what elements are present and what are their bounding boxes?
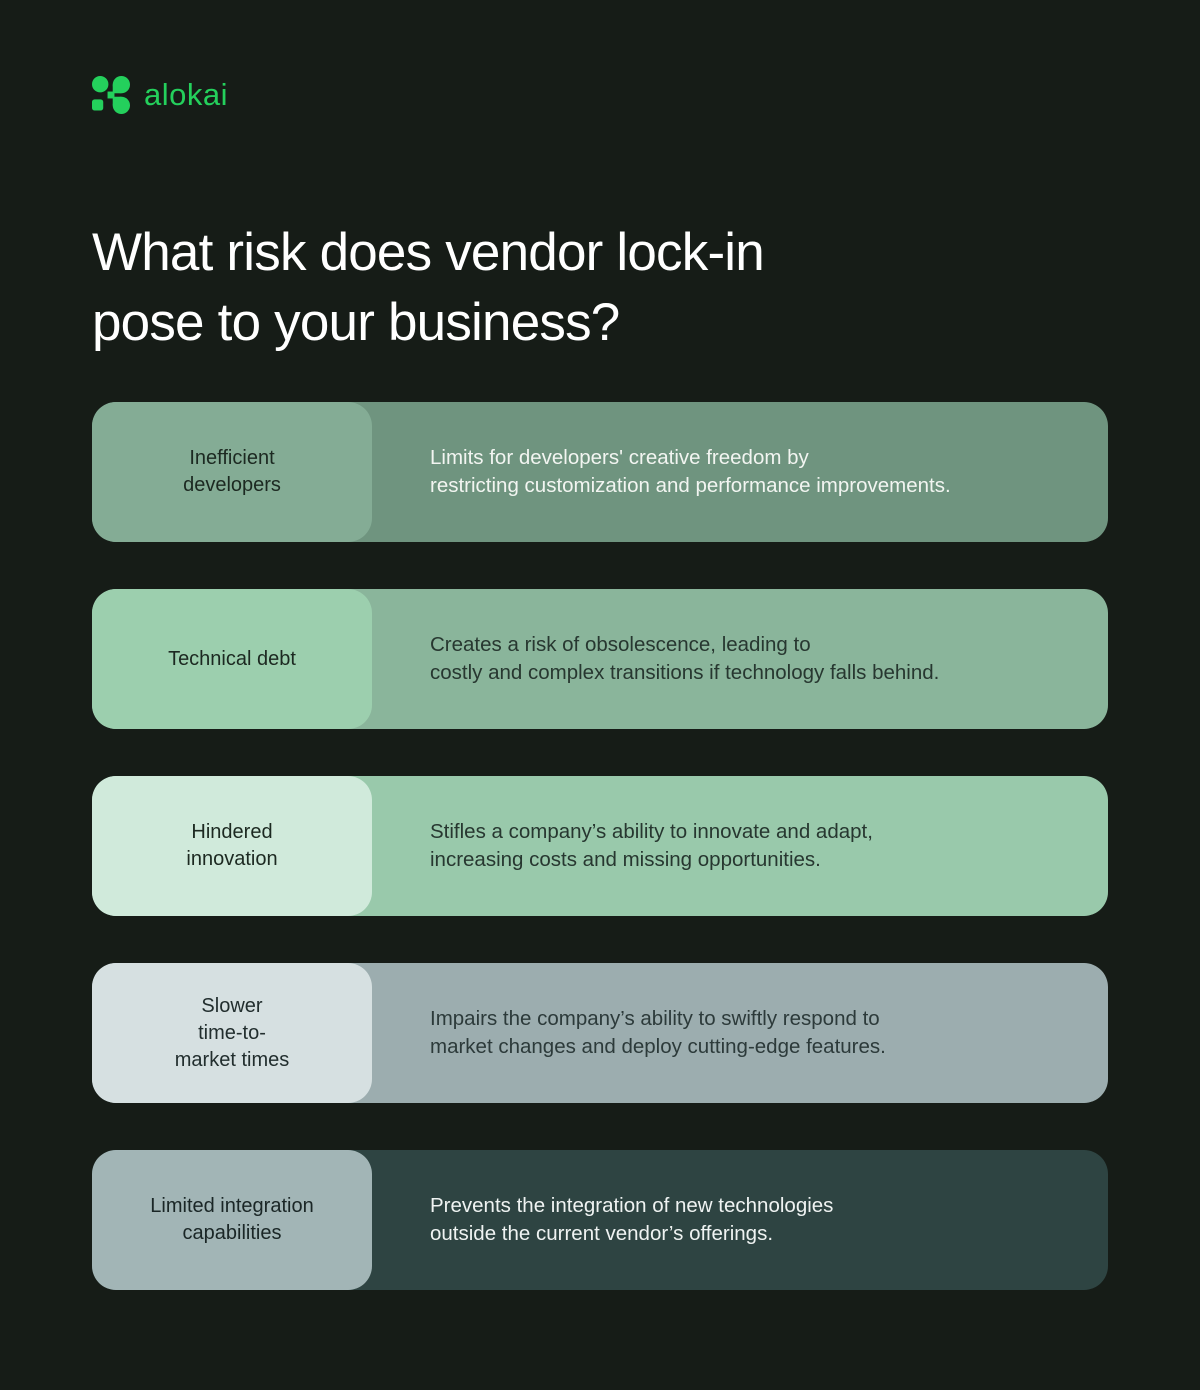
- title-line: pose to your business?: [92, 293, 620, 352]
- desc-line: restricting customization and performanc…: [430, 474, 951, 497]
- label-line: Hindered: [191, 821, 273, 843]
- risk-row-slower-time-to-market: Slower time-to- market times Impairs the…: [92, 963, 1108, 1103]
- label-line: Technical debt: [168, 647, 296, 670]
- risk-label: Technical debt: [168, 646, 296, 673]
- desc-line: Prevents the integration of new technolo…: [430, 1194, 834, 1217]
- risk-row-technical-debt: Technical debt Creates a risk of obsoles…: [92, 589, 1108, 729]
- risk-card-list: Inefficient developers Limits for develo…: [92, 402, 1108, 1290]
- desc-line: Creates a risk of obsolescence, leading …: [430, 633, 811, 656]
- label-line: Inefficient: [189, 447, 275, 469]
- label-line: Limited integration: [150, 1195, 314, 1217]
- risk-label: Inefficient developers: [183, 445, 281, 499]
- risk-label: Hindered innovation: [186, 819, 277, 873]
- page-title: What risk does vendor lock-in pose to yo…: [92, 218, 1108, 358]
- desc-line: Impairs the company’s ability to swiftly…: [430, 1007, 880, 1030]
- risk-label-box: Technical debt: [92, 589, 372, 729]
- risk-description: Impairs the company’s ability to swiftly…: [372, 963, 1108, 1103]
- risk-label-box: Slower time-to- market times: [92, 963, 372, 1103]
- desc-line: outside the current vendor’s offerings.: [430, 1222, 774, 1245]
- desc-line: increasing costs and missing opportuniti…: [430, 848, 821, 871]
- risk-row-hindered-innovation: Hindered innovation Stifles a company’s …: [92, 776, 1108, 916]
- risk-row-limited-integration: Limited integration capabilities Prevent…: [92, 1150, 1108, 1290]
- label-line: Slower: [201, 994, 263, 1017]
- label-line: market times: [174, 1048, 290, 1071]
- desc-line: Limits for developers' creative freedom …: [430, 446, 809, 469]
- risk-description: Creates a risk of obsolescence, leading …: [372, 589, 1108, 729]
- risk-label: Limited integration capabilities: [150, 1193, 313, 1247]
- label-line: capabilities: [182, 1222, 282, 1244]
- logo: alokai: [92, 0, 1108, 114]
- risk-description: Prevents the integration of new technolo…: [372, 1150, 1108, 1290]
- risk-label-box: Limited integration capabilities: [92, 1150, 372, 1290]
- risk-description: Limits for developers' creative freedom …: [372, 402, 1108, 542]
- risk-row-inefficient-developers: Inefficient developers Limits for develo…: [92, 402, 1108, 542]
- risk-label: Slower time-to- market times: [175, 993, 289, 1074]
- label-line: time-to-: [198, 1021, 266, 1044]
- title-line: What risk does vendor lock-in: [92, 223, 765, 282]
- risk-label-box: Inefficient developers: [92, 402, 372, 542]
- risk-label-box: Hindered innovation: [92, 776, 372, 916]
- label-line: innovation: [186, 848, 278, 870]
- label-line: developers: [183, 474, 281, 496]
- alokai-wordmark: alokai: [144, 77, 228, 112]
- alokai-logo-icon: [92, 76, 130, 114]
- desc-line: Stifles a company’s ability to innovate …: [430, 820, 873, 843]
- desc-line: costly and complex transitions if techno…: [430, 661, 940, 684]
- risk-description: Stifles a company’s ability to innovate …: [372, 776, 1108, 916]
- desc-line: market changes and deploy cutting-edge f…: [430, 1035, 886, 1058]
